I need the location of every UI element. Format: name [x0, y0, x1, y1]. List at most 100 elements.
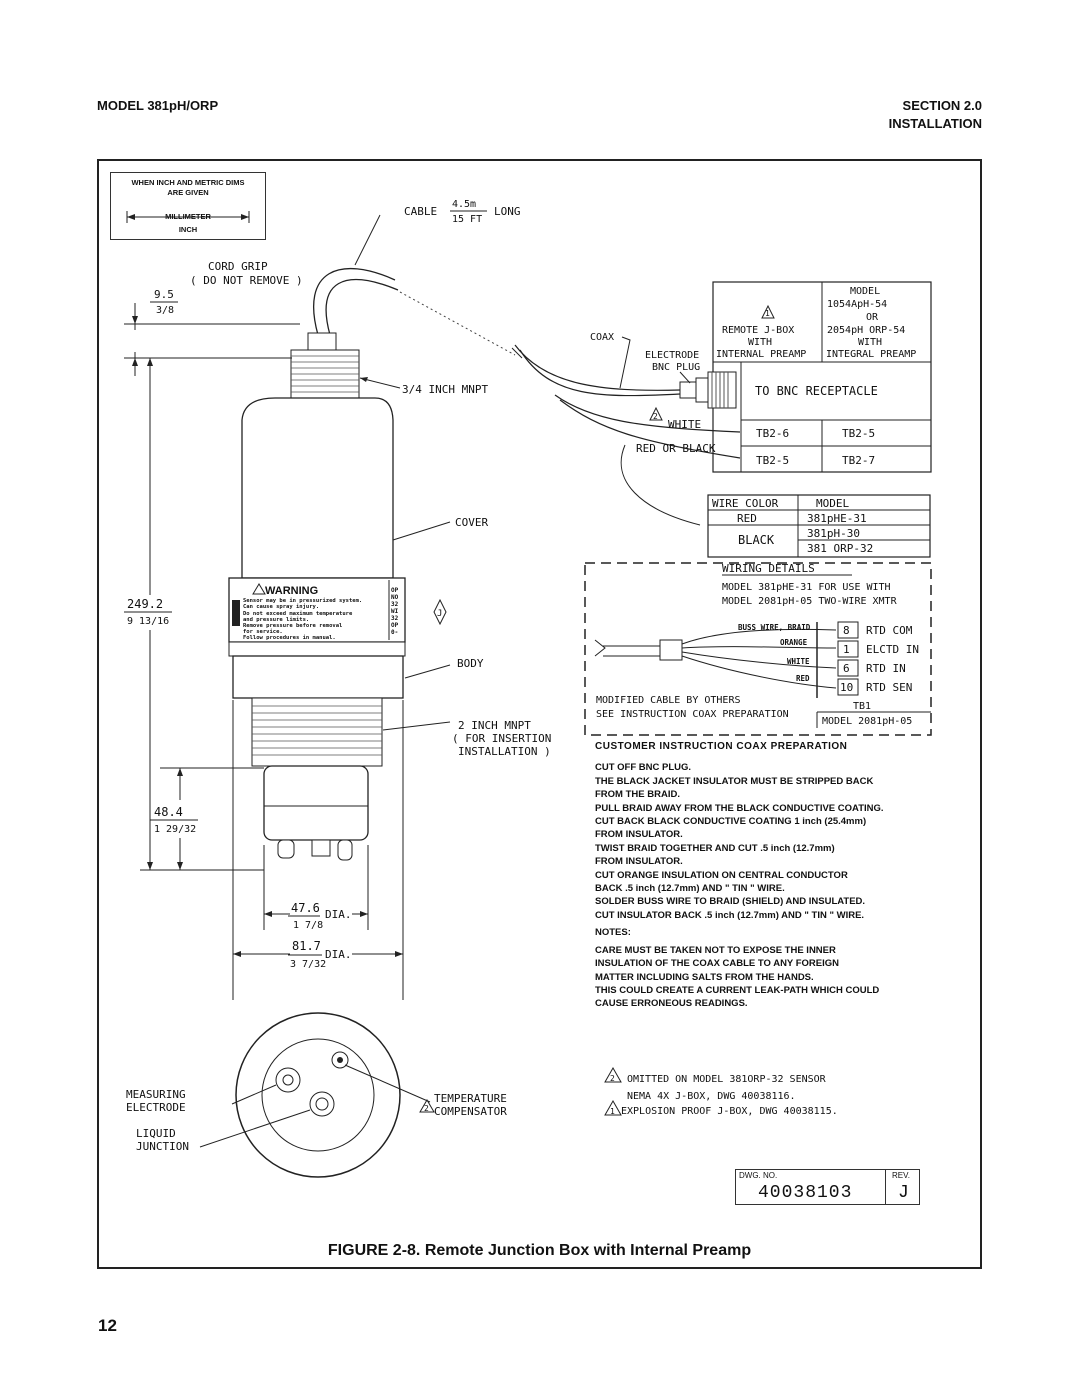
mnpt-2-label: 2 INCH MNPT: [458, 719, 531, 732]
rev-label: REV.: [892, 1171, 910, 1180]
note-line: THIS COULD CREATE A CURRENT LEAK-PATH WH…: [595, 984, 880, 996]
header-installation: INSTALLATION: [888, 116, 982, 131]
legend-millimeter: MILLIMETER: [165, 212, 211, 221]
dim-249-2: 249.2: [127, 597, 163, 611]
warning-label: WARNING: [265, 585, 318, 597]
note-2-mark: 2: [424, 1104, 429, 1113]
jbox-col2-3: OR: [866, 312, 879, 323]
cable-label: CABLE: [404, 205, 437, 218]
coax-label: COAX: [590, 332, 614, 343]
measuring-label-2: ELECTRODE: [126, 1101, 186, 1114]
note-1-mark: 1: [765, 309, 770, 318]
wire-red-detail: RED: [796, 674, 810, 683]
modified-cable-1: MODIFIED CABLE BY OTHERS: [596, 695, 741, 706]
warning-line-6: for service.: [243, 629, 283, 635]
header-section: SECTION 2.0: [902, 98, 982, 113]
tb-row1-col1: TB2-6: [756, 427, 789, 440]
footnote-1-mark: 2: [610, 1074, 615, 1083]
label-op-1: OP: [391, 587, 399, 594]
tb-row1-col2: TB2-5: [842, 427, 875, 440]
dim-3-7-32: 3 7/32: [290, 959, 326, 970]
jbox-col1-2: WITH: [748, 337, 772, 348]
instructions-title: CUSTOMER INSTRUCTION COAX PREPARATION: [595, 741, 848, 752]
page-number: 12: [98, 1316, 117, 1335]
term-3-label: RTD IN: [866, 662, 906, 675]
cord-grip-note: ( DO NOT REMOVE ): [190, 274, 303, 287]
header-model: MODEL 381pH/ORP: [97, 98, 219, 113]
jbox-col2-6: INTEGRAL PREAMP: [826, 349, 916, 360]
jbox-col1-3: INTERNAL PREAMP: [716, 349, 806, 360]
tb1-label: TB1: [853, 701, 871, 712]
instruction-line: FROM INSULATOR.: [595, 829, 683, 841]
term-2-label: ELCTD IN: [866, 643, 919, 656]
wire-model-header: MODEL: [816, 497, 849, 510]
dwg-rev: J: [898, 1183, 909, 1203]
instruction-line: FROM INSULATOR.: [595, 856, 683, 868]
bnc-receptacle: TO BNC RECEPTACLE: [755, 384, 878, 398]
instruction-line: CUT BACK BLACK CONDUCTIVE COATING 1 inch…: [595, 816, 867, 828]
wire-red: RED: [737, 512, 757, 525]
dim-47-6: 47.6: [291, 901, 320, 915]
mnpt-2-note2: INSTALLATION ): [458, 745, 551, 758]
figure-frame: [97, 159, 982, 1269]
legend-arrow-icon: [126, 211, 250, 223]
warning-line-4: and pressure limits.: [243, 617, 309, 623]
tb-row2-col1: TB2-5: [756, 454, 789, 467]
drawing-number-box: DWG. NO. REV. 40038103 J: [735, 1169, 920, 1205]
legend-line1: WHEN INCH AND METRIC DIMS: [131, 178, 245, 187]
warning-line-1: Sensor may be in pressurized system.: [243, 598, 362, 604]
rev-mark: J: [437, 609, 442, 619]
label-op-2: NO: [391, 594, 399, 601]
wire-black-model-2: 381 ORP-32: [807, 542, 873, 555]
wire-black: BLACK: [738, 533, 775, 547]
label-op-7: 0-: [391, 629, 398, 636]
term-4-num: 10: [840, 681, 853, 694]
jbox-col2-5: WITH: [858, 337, 882, 348]
warning-line-3: Do not exceed maximum temperature: [243, 611, 353, 617]
cable-long: LONG: [494, 205, 521, 218]
note-2-white: 2: [653, 412, 658, 421]
wiring-line-2: MODEL 2081pH-05 TWO-WIRE XMTR: [722, 596, 898, 607]
dim-9-5: 9.5: [154, 288, 174, 301]
cord-grip-label: CORD GRIP: [208, 260, 268, 273]
warning-line-2: Can cause spray injury.: [243, 603, 319, 610]
dimension-legend: WHEN INCH AND METRIC DIMS ARE GIVEN MILL…: [110, 172, 266, 240]
footnote-2-text: NEMA 4X J-BOX, DWG 40038116.: [627, 1091, 796, 1102]
dim-81-7: 81.7: [292, 939, 321, 953]
label-op-5: 32: [391, 615, 399, 622]
dwg-no-label: DWG. NO.: [739, 1171, 778, 1180]
warning-line-7: Follow procedures in manual.: [243, 635, 336, 641]
legend-line2: ARE GIVEN: [167, 188, 209, 197]
term-1-label: RTD COM: [866, 624, 913, 637]
temp-label-2: COMPENSATOR: [434, 1105, 507, 1118]
jbox-col2-2: 1054ApH-54: [827, 299, 887, 310]
footnote-1-text: OMITTED ON MODEL 381ORP-32 SENSOR: [627, 1074, 827, 1085]
note-line: CAUSE ERRONEOUS READINGS.: [595, 998, 748, 1010]
wire-white: WHITE: [787, 657, 810, 666]
figure-caption: FIGURE 2-8. Remote Junction Box with Int…: [327, 1242, 752, 1259]
temp-label-1: TEMPERATURE: [434, 1092, 507, 1105]
jbox-col2-4: 2054pH ORP-54: [827, 325, 905, 336]
footnote-3-mark: 1: [610, 1107, 615, 1116]
dim-48-4: 48.4: [154, 805, 183, 819]
note-line: MATTER INCLUDING SALTS FROM THE HANDS.: [595, 971, 814, 983]
term-4-label: RTD SEN: [866, 681, 912, 694]
instruction-line: FROM THE BRAID.: [595, 789, 680, 801]
instruction-line: CUT ORANGE INSULATION ON CENTRAL CONDUCT…: [595, 869, 848, 881]
mnpt-3-4-label: 3/4 INCH MNPT: [402, 383, 488, 396]
term-1-num: 8: [843, 624, 850, 637]
dwg-number: 40038103: [758, 1183, 853, 1203]
wire-buss: BUSS WIRE, BRAID: [738, 623, 811, 632]
electrode-bnc-1: ELECTRODE: [645, 350, 699, 361]
instruction-line: PULL BRAID AWAY FROM THE BLACK CONDUCTIV…: [595, 802, 884, 814]
instruction-line: SOLDER BUSS WIRE TO BRAID (SHIELD) AND I…: [595, 896, 866, 908]
model-2081-label: MODEL 2081pH-05: [822, 716, 912, 727]
wiring-line-1: MODEL 381pHE-31 FOR USE WITH: [722, 582, 891, 593]
instruction-line: TWIST BRAID TOGETHER AND CUT .5 inch (12…: [595, 842, 835, 854]
cover-label: COVER: [455, 516, 488, 529]
mnpt-2-note1: ( FOR INSERTION: [452, 732, 551, 745]
dim-1-29-32: 1 29/32: [154, 824, 196, 835]
dim-1-7-8: 1 7/8: [293, 920, 323, 931]
instruction-line: THE BLACK JACKET INSULATOR MUST BE STRIP…: [595, 775, 874, 787]
label-op-4: WI: [391, 608, 399, 615]
